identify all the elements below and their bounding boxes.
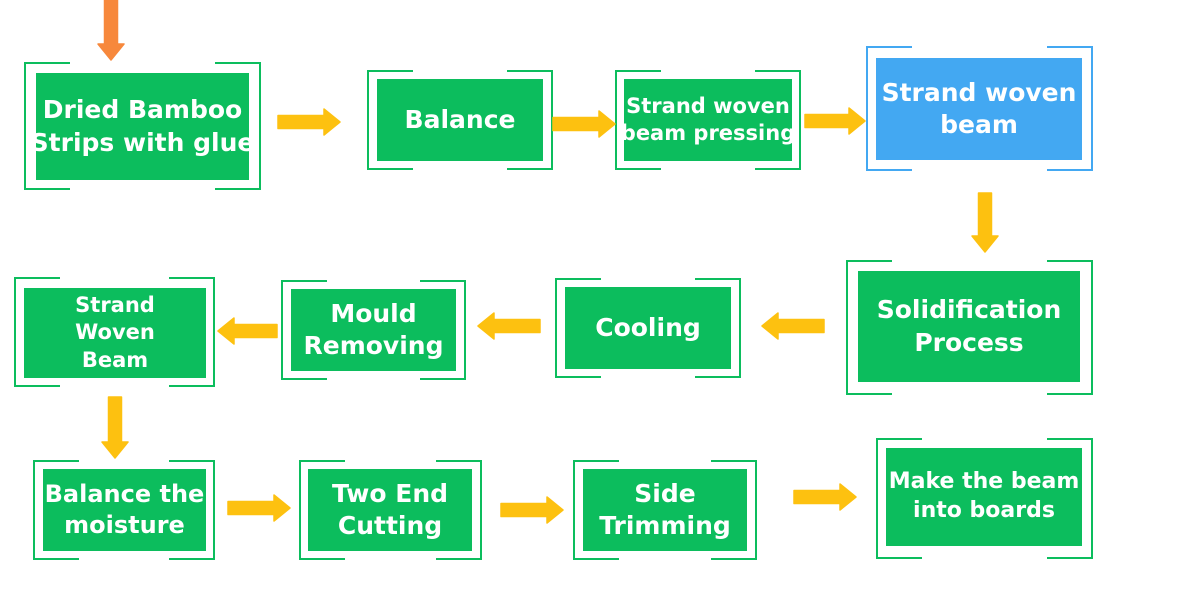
step-label-line: Dried Bamboo [42,95,243,124]
step-bracket [281,280,466,380]
step-box-balance-the-moisture: Balance the moisture [43,469,206,551]
step-label-line: Woven [75,320,155,345]
step-frame-dried-bamboo-strips [24,62,261,190]
step-label-line: Two End [331,478,449,508]
step-bracket [876,438,1093,559]
step-bracket [555,278,741,378]
step-frame-strand-woven-beam-2 [14,277,215,387]
step-label-line: into boards [913,498,1055,523]
step-frame-balance-the-moisture [33,460,215,560]
step-label-line: Strand woven [626,93,790,118]
step-label-line: Strand [75,293,155,318]
step-box-make-beam-into-boards: Make the beam into boards [886,448,1082,546]
step-bracket [615,70,801,170]
step-label-line: Balance the [44,479,205,508]
step-label-line: Cutting [337,511,443,540]
step-label-line: Removing [303,331,444,360]
step-frame-strand-woven-beam-pressing [615,70,801,170]
step-frame-balance [367,70,553,170]
step-label-line: Beam [81,347,149,372]
step-bracket [846,260,1093,395]
step-frame-cooling [555,278,741,378]
step-label-line: Side [634,478,696,508]
step-label-line: beam [940,110,1018,139]
step-label-line: Strips with glue [30,127,255,157]
step-bracket [24,62,261,190]
step-label-line: Cooling [595,312,701,342]
step-frame-side-trimming [573,460,757,560]
step-label-line: Solidification [876,295,1062,324]
step-label-line: Mould [330,298,417,328]
step-label-line: beam pressing [620,121,796,145]
step-bracket [367,70,553,170]
step-frame-two-end-cutting [299,460,482,560]
step-box-cooling: Cooling [565,287,731,369]
step-label-line: moisture [64,511,185,539]
step-label-line: Balance [404,104,516,134]
step-label-line: Make the beam [888,469,1080,495]
step-frame-strand-woven-beam [866,46,1093,171]
step-bracket [33,460,215,560]
step-label-line: Trimming [599,511,731,540]
step-box-strand-woven-beam: Strand woven beam [876,58,1082,160]
step-label-line: Strand woven [881,77,1077,107]
step-bracket [866,46,1093,171]
step-label-line: Process [914,327,1024,357]
step-box-strand-woven-beam-pressing: Strand woven beam pressing [620,79,796,161]
step-bracket [299,460,482,560]
step-frame-solidification-process [846,260,1093,395]
step-bracket [14,277,215,387]
step-bracket [573,460,757,560]
step-frame-make-beam-into-boards [876,438,1093,559]
step-frame-mould-removing [281,280,466,380]
step-box-balance: Balance [377,79,543,161]
